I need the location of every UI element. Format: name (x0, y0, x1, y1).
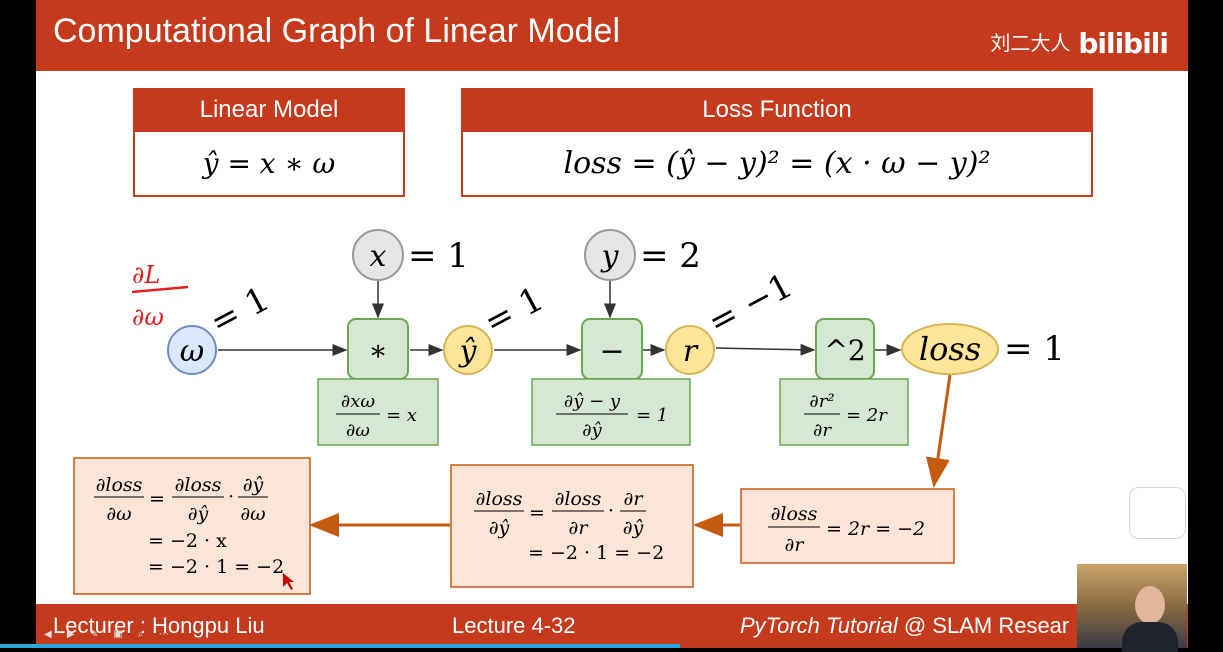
slide-title: Computational Graph of Linear Model (53, 12, 620, 51)
svg-text:∂ω: ∂ω (240, 503, 265, 525)
svg-text:= −2 · 1 = −2: = −2 · 1 = −2 (148, 556, 284, 578)
video-progress-bar[interactable] (0, 644, 680, 648)
svg-text:∂r: ∂r (624, 488, 645, 510)
multiply-symbol: ∗ (368, 334, 387, 367)
x-symbol: x (370, 239, 387, 274)
bilibili-logo: bilibili (1078, 27, 1168, 60)
y-symbol: y (600, 239, 620, 274)
linear-model-formula: ŷ = x ∗ ω (133, 132, 405, 197)
svg-text:∂loss: ∂loss (476, 488, 523, 510)
svg-text:∂ŷ: ∂ŷ (243, 474, 264, 496)
play-button[interactable] (1129, 487, 1186, 539)
local-gradient-mul: ∂xω ∂ω = x (318, 379, 438, 445)
backprop-loss-omega: ∂loss ∂ω = ∂loss ∂ŷ · ∂ŷ ∂ω = −2 · x = −… (74, 458, 310, 594)
loss-value: = 1 (1004, 329, 1065, 369)
backprop-loss-r: ∂loss ∂r = 2r = −2 (741, 489, 954, 563)
svg-text:= −2 · 1 = −2: = −2 · 1 = −2 (528, 542, 664, 564)
svg-text:∂ŷ: ∂ŷ (188, 503, 209, 525)
subtract-symbol: − (599, 334, 624, 369)
svg-text:∂ŷ: ∂ŷ (582, 420, 602, 441)
svg-text:∂ω: ∂ω (346, 420, 370, 441)
webcam-overlay (1077, 564, 1187, 648)
linear-model-heading: Linear Model (133, 88, 405, 132)
svg-text:∂xω: ∂xω (341, 391, 375, 412)
loss-symbol: loss (919, 330, 981, 368)
local-gradient-sub: ∂ŷ − y ∂ŷ = 1 (532, 379, 690, 445)
loss-function-heading: Loss Function (461, 88, 1093, 132)
y-hat-value: = 1 (477, 279, 550, 343)
presenter-controls[interactable]: ◀ ▶ ✎ ▣ ⌕ ⋯ (44, 629, 175, 640)
svg-text:=: = (149, 488, 165, 510)
svg-text:∂r: ∂r (785, 534, 806, 556)
play-icon (1147, 501, 1169, 525)
svg-text:∂loss: ∂loss (555, 488, 602, 510)
slide: Computational Graph of Linear Model 刘二大人… (36, 0, 1188, 648)
svg-text:= 1: = 1 (636, 405, 668, 426)
channel-name: 刘二大人 (990, 31, 1070, 55)
svg-text:=: = (529, 502, 545, 524)
y-hat-symbol: ŷ (458, 334, 478, 369)
r-symbol: r (683, 334, 699, 369)
title-bar: Computational Graph of Linear Model 刘二大人… (36, 0, 1188, 71)
power-symbol: ^2 (824, 334, 865, 367)
svg-text:·: · (228, 486, 234, 508)
local-gradient-pow: ∂r² ∂r = 2r (780, 379, 908, 445)
footer-tutorial: PyTorch Tutorial @ SLAM Resear (740, 613, 1069, 639)
handwritten-annotation: ∂L ∂ω (132, 261, 188, 331)
loss-function-formula: loss = (ŷ − y)² = (x · ω − y)² (461, 132, 1093, 197)
svg-text:∂ŷ: ∂ŷ (623, 517, 644, 539)
svg-text:∂r²: ∂r² (809, 391, 834, 412)
footer-lecture: Lecture 4-32 (452, 613, 576, 639)
backprop-loss-yhat: ∂loss ∂ŷ = ∂loss ∂r · ∂r ∂ŷ = −2 · 1 = −… (451, 465, 693, 587)
handwritten-dw: ∂ω (132, 303, 164, 331)
brand: 刘二大人 bilibili (990, 24, 1168, 57)
svg-text:·: · (608, 500, 614, 522)
svg-text:∂ŷ: ∂ŷ (489, 517, 510, 539)
svg-text:= −2 · x: = −2 · x (148, 530, 227, 552)
svg-text:∂loss: ∂loss (96, 474, 143, 496)
handwritten-dL: ∂L (132, 261, 160, 289)
r-value: = −1 (701, 266, 799, 343)
svg-text:∂ω: ∂ω (106, 503, 131, 525)
svg-text:∂loss: ∂loss (175, 474, 222, 496)
svg-text:∂r: ∂r (813, 420, 832, 441)
svg-text:∂r: ∂r (569, 517, 590, 539)
computational-graph: ∂L ∂ω ω = 1 x = 1 ∗ ŷ = 1 y = 2 (36, 195, 1188, 605)
svg-text:∂ŷ − y: ∂ŷ − y (564, 391, 621, 412)
x-value: = 1 (408, 236, 469, 276)
footer: Lecturer : Hongpu Liu Lecture 4-32 PyTor… (36, 604, 1188, 648)
svg-text:= 2r: = 2r (846, 405, 888, 426)
svg-text:= x: = x (386, 405, 417, 426)
svg-text:= 2r = −2: = 2r = −2 (826, 518, 925, 540)
svg-text:∂loss: ∂loss (771, 503, 818, 525)
y-value: = 2 (640, 236, 701, 276)
omega-value: = 1 (203, 279, 276, 343)
omega-symbol: ω (180, 334, 204, 369)
